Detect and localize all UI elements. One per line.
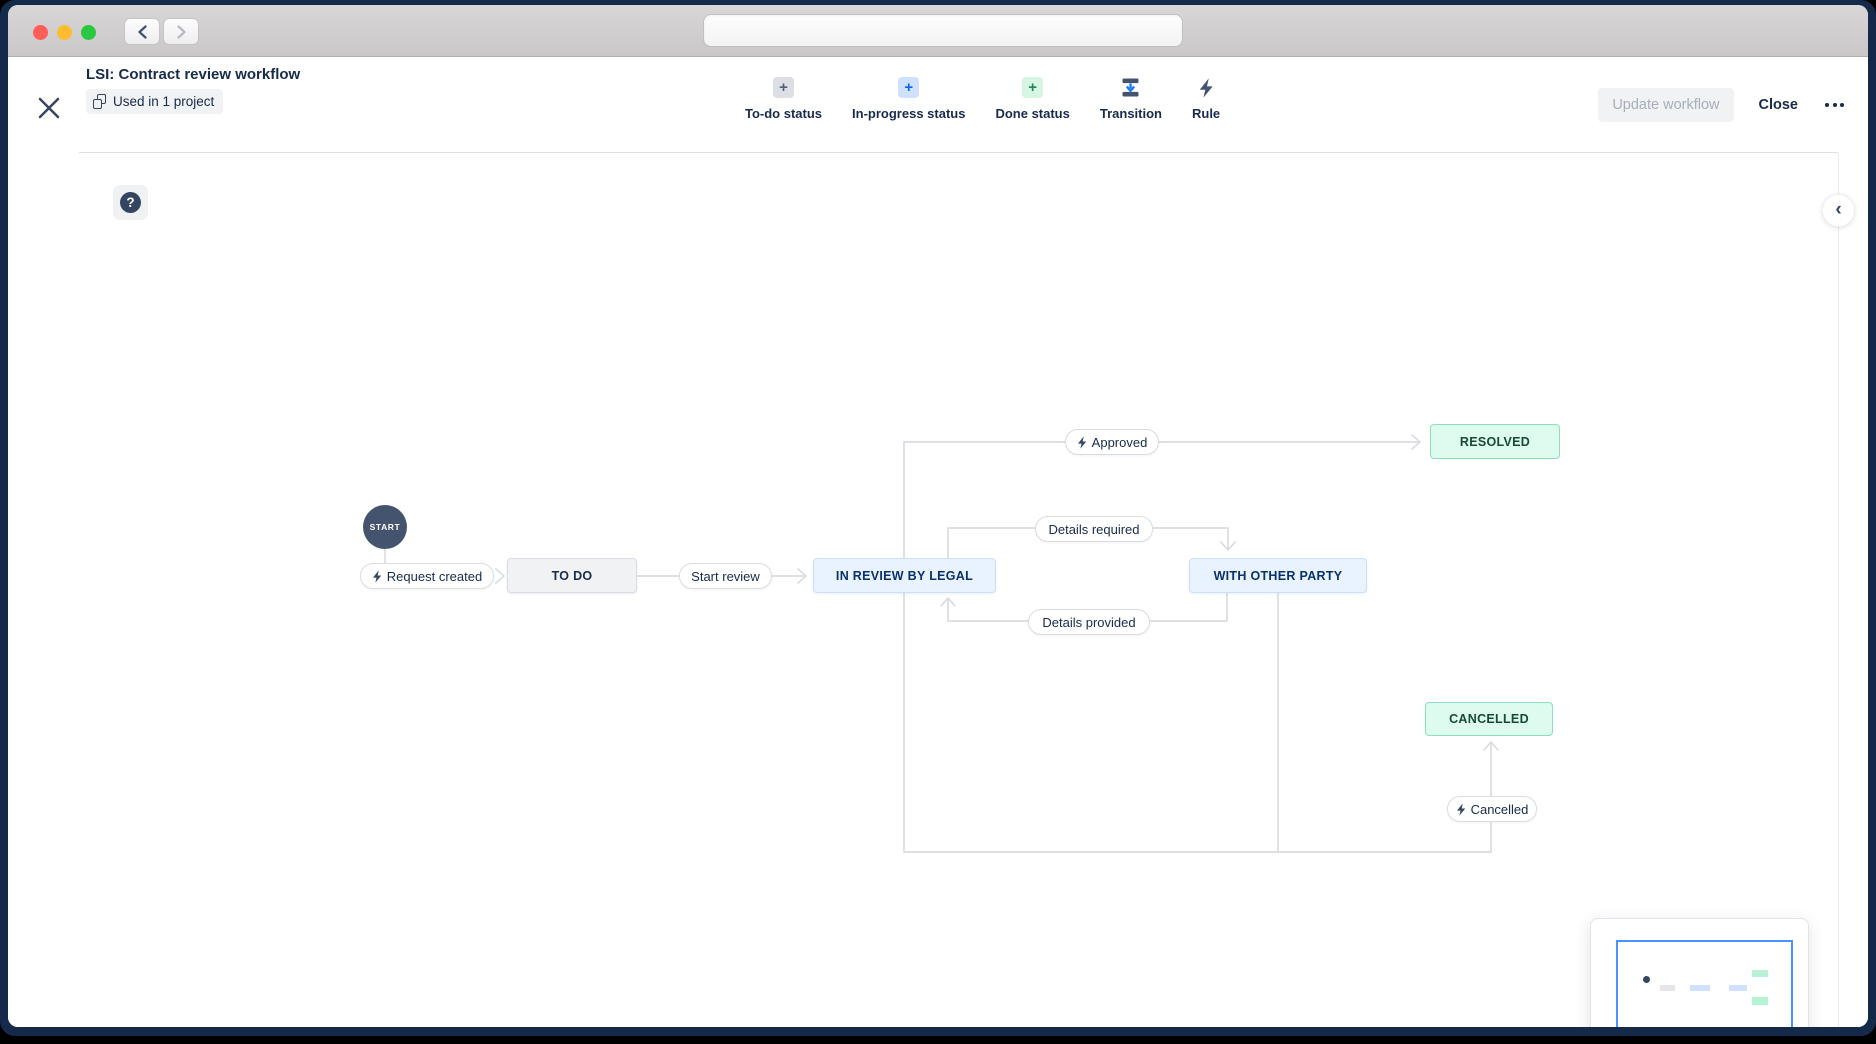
tool-label: To-do status: [745, 106, 823, 121]
add-transition-button[interactable]: Transition: [1100, 77, 1162, 121]
minimap-cancelled: [1752, 997, 1768, 1005]
traffic-zoom-icon[interactable]: [81, 25, 96, 40]
editor-toolbar: + To-do status + In-progress status + Do…: [745, 77, 1220, 121]
edge-cancelled-from-inreview: [903, 592, 1492, 853]
transition-details-provided[interactable]: Details provided: [1028, 609, 1150, 635]
minimap-start-node: [1643, 976, 1650, 983]
update-workflow-button[interactable]: Update workflow: [1598, 88, 1734, 122]
minimap-with-other-party: [1729, 985, 1747, 991]
add-done-status-button[interactable]: + Done status: [995, 77, 1070, 121]
rule-bolt-icon: [372, 569, 382, 583]
expand-panel-button[interactable]: ‹: [1822, 194, 1855, 227]
workflow-canvas[interactable]: ? START Request created TO DO Start revi…: [8, 153, 1868, 1027]
status-cancelled[interactable]: CANCELLED: [1425, 702, 1553, 736]
add-inprogress-status-icon: +: [898, 77, 920, 98]
window-content: LSI: Contract review workflow Used in 1 …: [8, 5, 1868, 1027]
edge-details-required-arrowhead: [1220, 541, 1236, 551]
forward-chevron-icon: [176, 24, 186, 39]
status-resolved[interactable]: RESOLVED: [1430, 424, 1560, 459]
close-button[interactable]: Close: [1758, 97, 1799, 113]
edge-cancelled-arrowhead: [1483, 741, 1499, 751]
projects-icon: [93, 94, 106, 109]
status-in-review-by-legal[interactable]: IN REVIEW BY LEGAL: [813, 558, 996, 593]
page-title: LSI: Contract review workflow: [86, 66, 301, 83]
edge-request-created-arrowhead: [495, 568, 505, 584]
workflow-edges: [384, 434, 1499, 853]
add-todo-status-icon: +: [773, 77, 795, 98]
transition-label: Request created: [386, 568, 483, 584]
minimap-in-review: [1690, 985, 1710, 991]
close-editor-icon[interactable]: [37, 96, 61, 120]
add-rule-button[interactable]: Rule: [1192, 77, 1220, 121]
status-with-other-party[interactable]: WITH OTHER PARTY: [1189, 558, 1367, 593]
browser-titlebar: [8, 5, 1868, 57]
edge-details-provided-arrowhead: [940, 597, 956, 607]
status-to-do[interactable]: TO DO: [507, 558, 637, 593]
add-todo-status-button[interactable]: + To-do status: [745, 77, 822, 121]
transition-label: Start review: [691, 568, 760, 584]
tool-label: Transition: [1099, 106, 1162, 121]
minimap-todo: [1660, 985, 1675, 991]
minimap-resolved: [1752, 970, 1768, 977]
rule-bolt-icon: [1199, 77, 1213, 98]
transition-icon: [1122, 78, 1139, 97]
forward-button[interactable]: [163, 18, 199, 45]
back-button[interactable]: [124, 18, 160, 45]
edge-approved-arrowhead: [1411, 434, 1421, 450]
edge-startreview-arrowhead: [797, 568, 807, 584]
transition-start-review[interactable]: Start review: [679, 563, 772, 589]
transition-details-required[interactable]: Details required: [1035, 516, 1153, 542]
transition-label: Details required: [1048, 521, 1140, 537]
header-divider: [79, 152, 1838, 153]
transition-label: Cancelled: [1470, 801, 1529, 817]
tool-label: In-progress status: [852, 106, 966, 121]
transition-approved[interactable]: Approved: [1065, 429, 1159, 455]
transition-label: Approved: [1091, 434, 1148, 450]
address-bar[interactable]: [703, 14, 1183, 47]
tool-label: Done status: [995, 106, 1070, 121]
minimap: [1590, 918, 1809, 1027]
collapse-chevron-icon: ‹: [1835, 198, 1842, 220]
transition-request-created[interactable]: Request created: [360, 563, 494, 589]
header-actions: Update workflow Close: [1598, 88, 1846, 122]
add-inprogress-status-button[interactable]: + In-progress status: [852, 77, 965, 121]
more-menu-icon[interactable]: [1823, 99, 1846, 111]
tool-label: Rule: [1191, 106, 1221, 121]
add-done-status-icon: +: [1022, 77, 1044, 98]
rule-bolt-icon: [1077, 435, 1086, 449]
workflow-editor-header: LSI: Contract review workflow Used in 1 …: [8, 57, 1868, 153]
traffic-close-icon[interactable]: [33, 25, 48, 40]
right-panel-divider: [1838, 153, 1839, 1027]
start-node[interactable]: START: [363, 505, 407, 549]
help-button[interactable]: ?: [113, 185, 148, 220]
traffic-minimize-icon[interactable]: [57, 25, 72, 40]
usage-badge-label: Used in 1 project: [113, 94, 215, 109]
back-chevron-icon: [137, 24, 147, 39]
transition-cancelled[interactable]: Cancelled: [1447, 796, 1537, 822]
edge-approved: [903, 441, 1420, 559]
transition-label: Details provided: [1042, 614, 1136, 630]
help-icon: ?: [120, 192, 141, 213]
minimap-viewport[interactable]: [1616, 940, 1793, 1027]
usage-badge: Used in 1 project: [86, 89, 224, 114]
rule-bolt-icon: [1456, 802, 1465, 816]
